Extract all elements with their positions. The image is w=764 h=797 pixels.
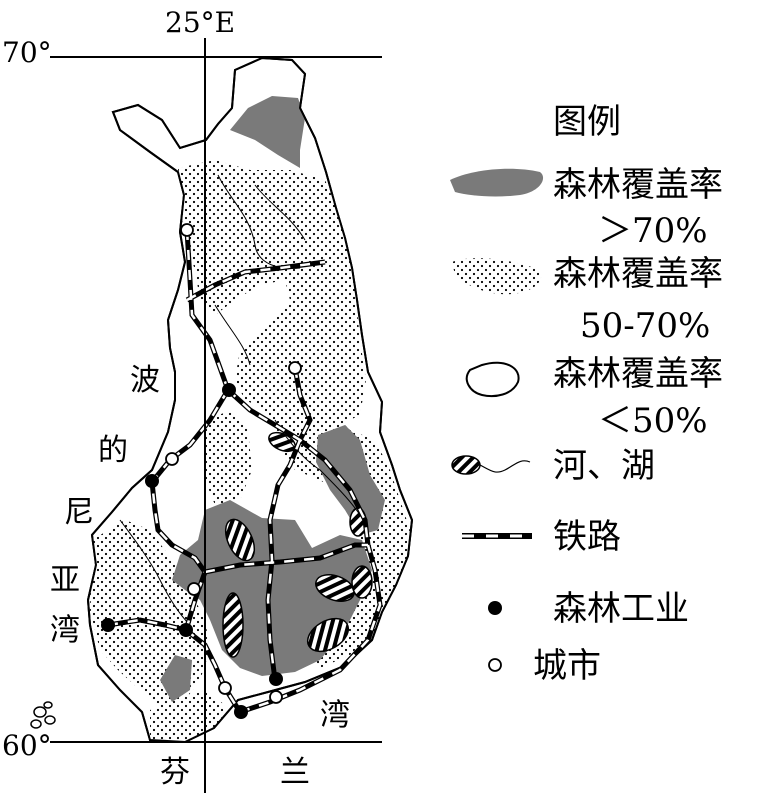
legend-forest-low-line2: ＜50% (598, 401, 708, 441)
finland-gulf-label-char: 芬 (160, 755, 190, 790)
legend-city-label: 城市 (533, 646, 601, 686)
legend-forest-mid-swatch (452, 258, 542, 295)
islands (30, 701, 56, 729)
industry-point (179, 623, 193, 637)
zone-high-sw (160, 655, 192, 702)
legend-forest-high-swatch (450, 168, 544, 197)
legend-industry-swatch (488, 601, 502, 615)
zone-mid-east (270, 395, 410, 668)
zone-high-north (230, 96, 305, 168)
lake-2 (224, 518, 256, 562)
zone-high-east (316, 425, 385, 535)
parallel-70-label: 70° (2, 36, 52, 69)
industry-point (269, 672, 283, 686)
bothnia-label-char: 尼 (64, 495, 94, 530)
lake-5 (351, 565, 373, 599)
industry-point (222, 383, 236, 397)
finland-gulf-label-char: 兰 (280, 755, 310, 790)
city-point (165, 452, 179, 466)
legend-river-swatch (479, 460, 531, 473)
bothnia-label-char: 波 (130, 363, 160, 398)
bothnia-label-char: 湾 (50, 613, 80, 648)
legend-title: 图例 (553, 102, 621, 142)
finland-gulf-label-char: 湾 (320, 698, 350, 733)
legend-forest-low-line1: 森林覆盖率 (553, 354, 723, 394)
forest-coverage-zones (90, 96, 410, 742)
zone-mid-north (178, 160, 366, 440)
legend-forest-high-line1: 森林覆盖率 (553, 165, 723, 205)
bothnia-label-char: 亚 (50, 563, 80, 598)
country-border (86, 56, 414, 744)
zone-mid-south (150, 690, 225, 742)
forest-industry-points (101, 383, 283, 719)
legend-city-swatch (488, 658, 502, 672)
city-point (187, 582, 201, 596)
zone-mid-center (205, 410, 252, 505)
railways (107, 229, 383, 715)
legend-forest-mid-line1: 森林覆盖率 (553, 254, 723, 294)
legend-forest-high-line2: ＞70% (598, 211, 708, 251)
meridian-label: 25°E (165, 6, 235, 39)
legend-forest-mid-line2: 50-70% (580, 306, 710, 346)
lake-3 (222, 592, 244, 658)
legend-industry-label: 森林工业 (553, 589, 689, 629)
city-point (269, 690, 283, 704)
legend-railway-label: 铁路 (553, 517, 621, 557)
city-point (180, 223, 194, 237)
city-point (288, 361, 302, 375)
industry-point (145, 474, 159, 488)
city-point (218, 681, 232, 695)
legend-river-lake-label: 河、湖 (553, 446, 655, 486)
lake-6 (306, 617, 350, 653)
industry-point (234, 705, 248, 719)
parallel-60-label: 60° (2, 729, 52, 762)
lake-4 (315, 574, 355, 602)
industry-point (101, 618, 115, 632)
legend-lake-swatch (451, 455, 481, 475)
city-points (165, 223, 302, 704)
legend-forest-low-swatch (465, 361, 520, 398)
bothnia-label-char: 的 (98, 433, 128, 468)
legend: 图例 森林覆盖率 ＞70% 森林覆盖率 50-70% 森林覆盖率 ＜50% 河、… (450, 102, 723, 686)
